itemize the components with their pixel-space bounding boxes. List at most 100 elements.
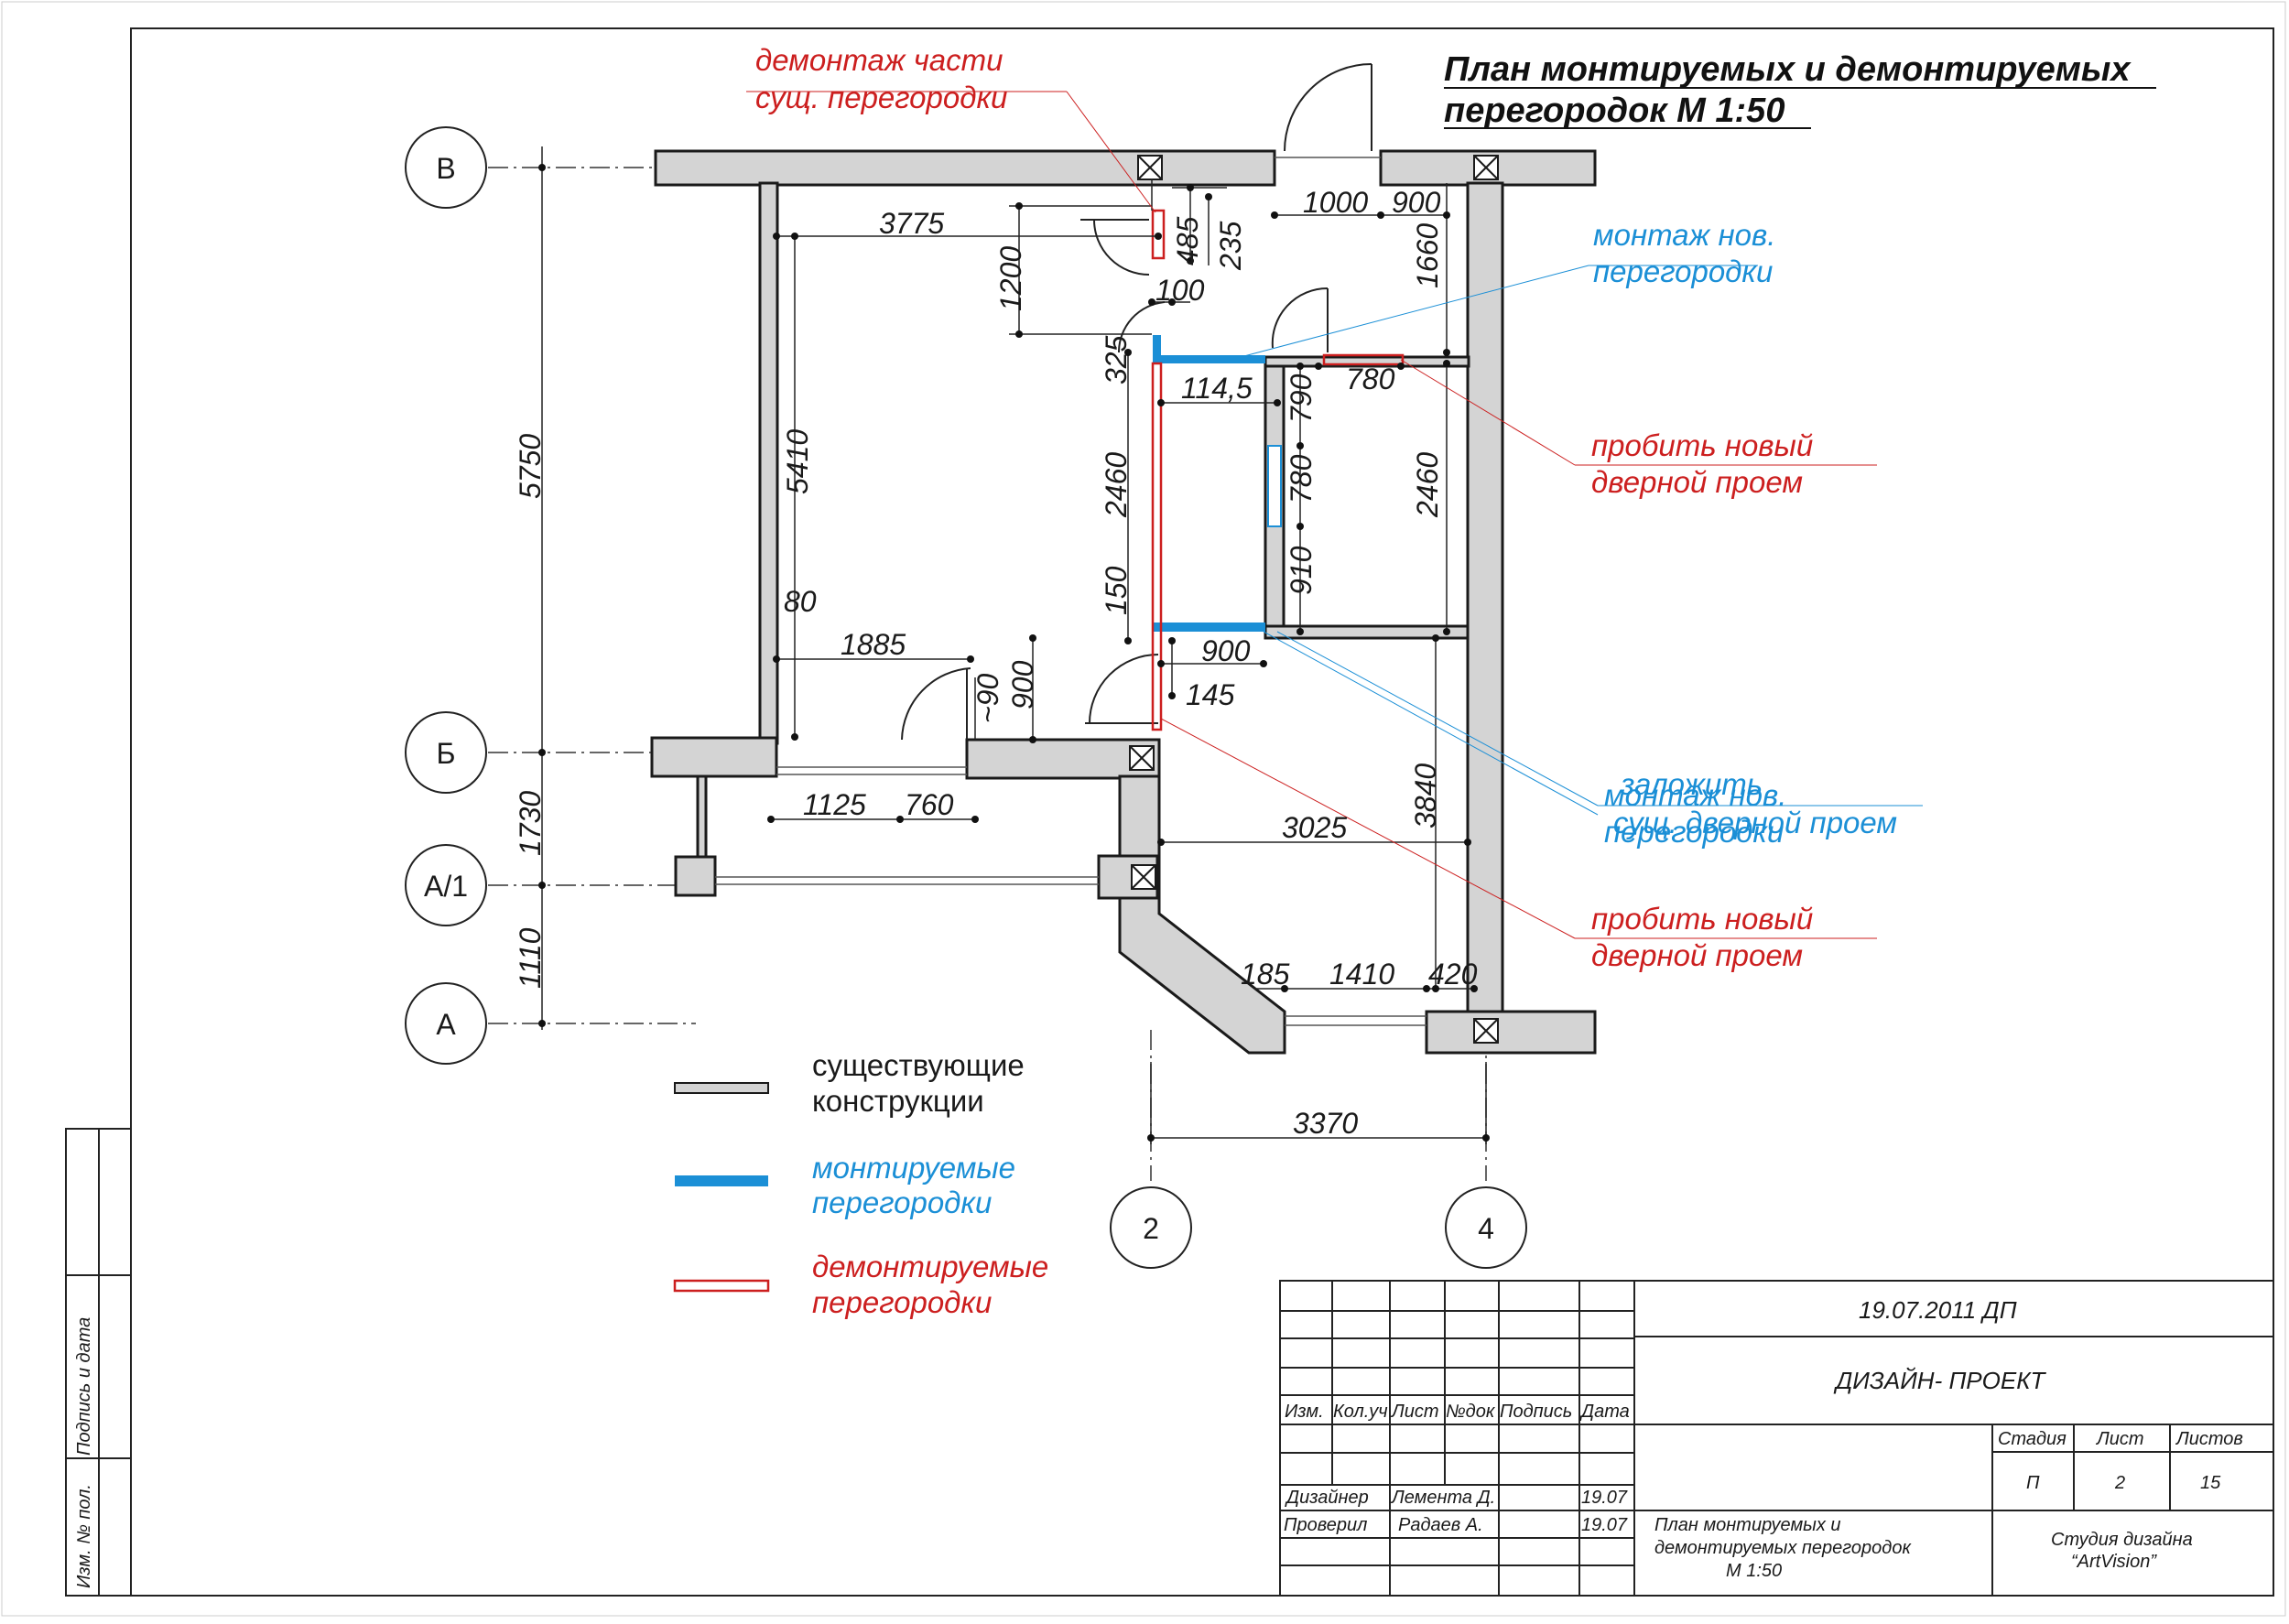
dim-1730: 1730 <box>514 791 547 856</box>
dim-185: 185 <box>1241 958 1290 991</box>
axis-label-b: Б <box>437 737 456 770</box>
note-pierce-1a: пробить новый <box>1591 428 1813 462</box>
note-brick-up-1: заложить <box>1620 767 1763 801</box>
dim-485: 485 <box>1171 216 1204 265</box>
doors <box>901 63 1372 741</box>
stamp-r2-name: Радаев А. <box>1398 1515 1483 1535</box>
axis-label-4: 4 <box>1478 1212 1494 1245</box>
dim-145: 145 <box>1186 678 1235 711</box>
dim-1410: 1410 <box>1329 958 1394 991</box>
new-doorway-top <box>1322 353 1405 366</box>
wall-b-stub <box>650 736 778 778</box>
stamp-h-podp: Подпись <box>1500 1402 1572 1422</box>
dim-5410: 5410 <box>781 429 814 494</box>
dim-3775: 3775 <box>879 207 944 240</box>
note-pierce-2a: пробить новый <box>1591 902 1813 936</box>
dim-900-h: 900 <box>1201 634 1251 667</box>
legend-dismantled-2: перегородки <box>812 1285 992 1319</box>
stamp-code: 19.07.2011 ДП <box>1859 1296 2017 1324</box>
stamp-h-list: Лист <box>1390 1402 1439 1422</box>
stamp-r1-name: Лемента Д. <box>1390 1488 1495 1508</box>
drawing-title-line2: перегородок М 1:50 <box>1444 92 1785 130</box>
dim-1660: 1660 <box>1411 223 1444 288</box>
dim-1200: 1200 <box>994 246 1027 311</box>
side-stamp-signature: Подпись и дата <box>74 1317 94 1456</box>
dim-3370: 3370 <box>1293 1107 1358 1140</box>
note-dismantle-1: демонтаж части <box>755 43 1003 77</box>
stamp-desc-3: М 1:50 <box>1726 1561 1782 1581</box>
inner-wall-bottom <box>1264 624 1470 640</box>
stamp-h-izm: Изм. <box>1285 1402 1324 1422</box>
stamp-r1-date: 19.07 <box>1581 1488 1628 1508</box>
dismantled-partitions <box>1151 209 1405 731</box>
stamp-desc-1: План монтируемых и <box>1654 1515 1841 1535</box>
windows <box>715 157 1427 1026</box>
stamp-h-sheet: Лист <box>2095 1429 2144 1449</box>
dim-900-top: 900 <box>1392 186 1441 219</box>
legend-existing-1: существующие <box>812 1048 1025 1082</box>
legend-mounted-2: перегородки <box>812 1186 992 1219</box>
stamp-desc-2: демонтируемых перегородок <box>1654 1538 1912 1558</box>
dimension-lines <box>541 146 1487 1144</box>
drawing-frame <box>130 27 2274 1597</box>
legend-dismantled-1: демонтируемые <box>812 1250 1048 1283</box>
top-wall-left <box>654 149 1276 187</box>
stamp-r2-date: 19.07 <box>1581 1515 1628 1535</box>
side-stamp: Подпись и дата Изм. № пол. <box>65 1128 132 1597</box>
stamp-studio-1: Студия дизайна <box>2051 1530 2193 1550</box>
wall-b-right <box>965 738 1161 780</box>
dim-80: 80 <box>784 585 817 618</box>
dim-2460-left: 2460 <box>1100 452 1133 518</box>
stamp-r2-role: Проверил <box>1284 1515 1367 1535</box>
existing-walls <box>650 149 1597 1055</box>
legend-swatch-mounted <box>675 1175 768 1186</box>
legend-swatch-dismantled <box>673 1279 770 1293</box>
dim-325: 325 <box>1100 335 1133 384</box>
stamp-studio-2: “ArtVision” <box>2071 1552 2157 1572</box>
note-leaders <box>746 91 1923 939</box>
dim-1125: 1125 <box>803 788 866 821</box>
mounted-partition-top <box>1153 355 1265 363</box>
dim-3840: 3840 <box>1409 763 1442 828</box>
mounted-partition-stub <box>1153 335 1161 363</box>
dim-5750: 5750 <box>514 434 547 499</box>
dim-100: 100 <box>1155 274 1205 307</box>
dim-780-mid: 780 <box>1285 454 1318 503</box>
dismantled-part-top <box>1151 209 1166 260</box>
note-pierce-2b: дверной проем <box>1591 938 1803 972</box>
stamp-project: ДИЗАЙН- ПРОЕКТ <box>1833 1367 2047 1394</box>
drawing-title-line1: План монтируемых и демонтируемых <box>1444 50 2132 89</box>
stamp-r1-role: Дизайнер <box>1285 1488 1369 1508</box>
note-mount-2: перегородки <box>1593 254 1773 288</box>
note-pierce-1b: дверной проем <box>1591 465 1803 499</box>
side-stamp-number: Изм. № пол. <box>74 1484 94 1588</box>
dim-420: 420 <box>1428 958 1478 991</box>
dim-90: ~90 <box>971 674 1004 723</box>
axis-label-a: А <box>436 1008 456 1041</box>
stamp-h-stage: Стадия <box>1998 1429 2067 1449</box>
dim-2460-right: 2460 <box>1411 452 1444 518</box>
axis-label-v: В <box>436 152 455 185</box>
axis-label-2: 2 <box>1143 1212 1159 1245</box>
note-mount-1: монтаж нов. <box>1593 218 1775 252</box>
dim-3025: 3025 <box>1282 811 1347 844</box>
dim-760: 760 <box>905 788 954 821</box>
axis-bubbles <box>405 126 1527 1269</box>
bricked-doorway <box>1267 445 1282 527</box>
stamp-stage: П <box>2026 1473 2040 1493</box>
dim-910: 910 <box>1285 546 1318 595</box>
note-brick-up-2: сущ. дверной проем <box>1613 806 1897 839</box>
dim-790: 790 <box>1285 374 1318 423</box>
dim-150: 150 <box>1100 566 1133 615</box>
dimension-ticks <box>538 164 1490 1142</box>
dim-900-v: 900 <box>1006 660 1039 709</box>
stamp-h-kol: Кол.уч <box>1333 1402 1388 1422</box>
stamp-h-ndok: №док <box>1446 1402 1496 1422</box>
dim-1885: 1885 <box>841 628 906 661</box>
mounted-partitions <box>1153 335 1265 632</box>
dim-1110: 1110 <box>514 927 547 989</box>
dim-235: 235 <box>1214 221 1247 271</box>
bottom-wall <box>1425 1010 1597 1055</box>
